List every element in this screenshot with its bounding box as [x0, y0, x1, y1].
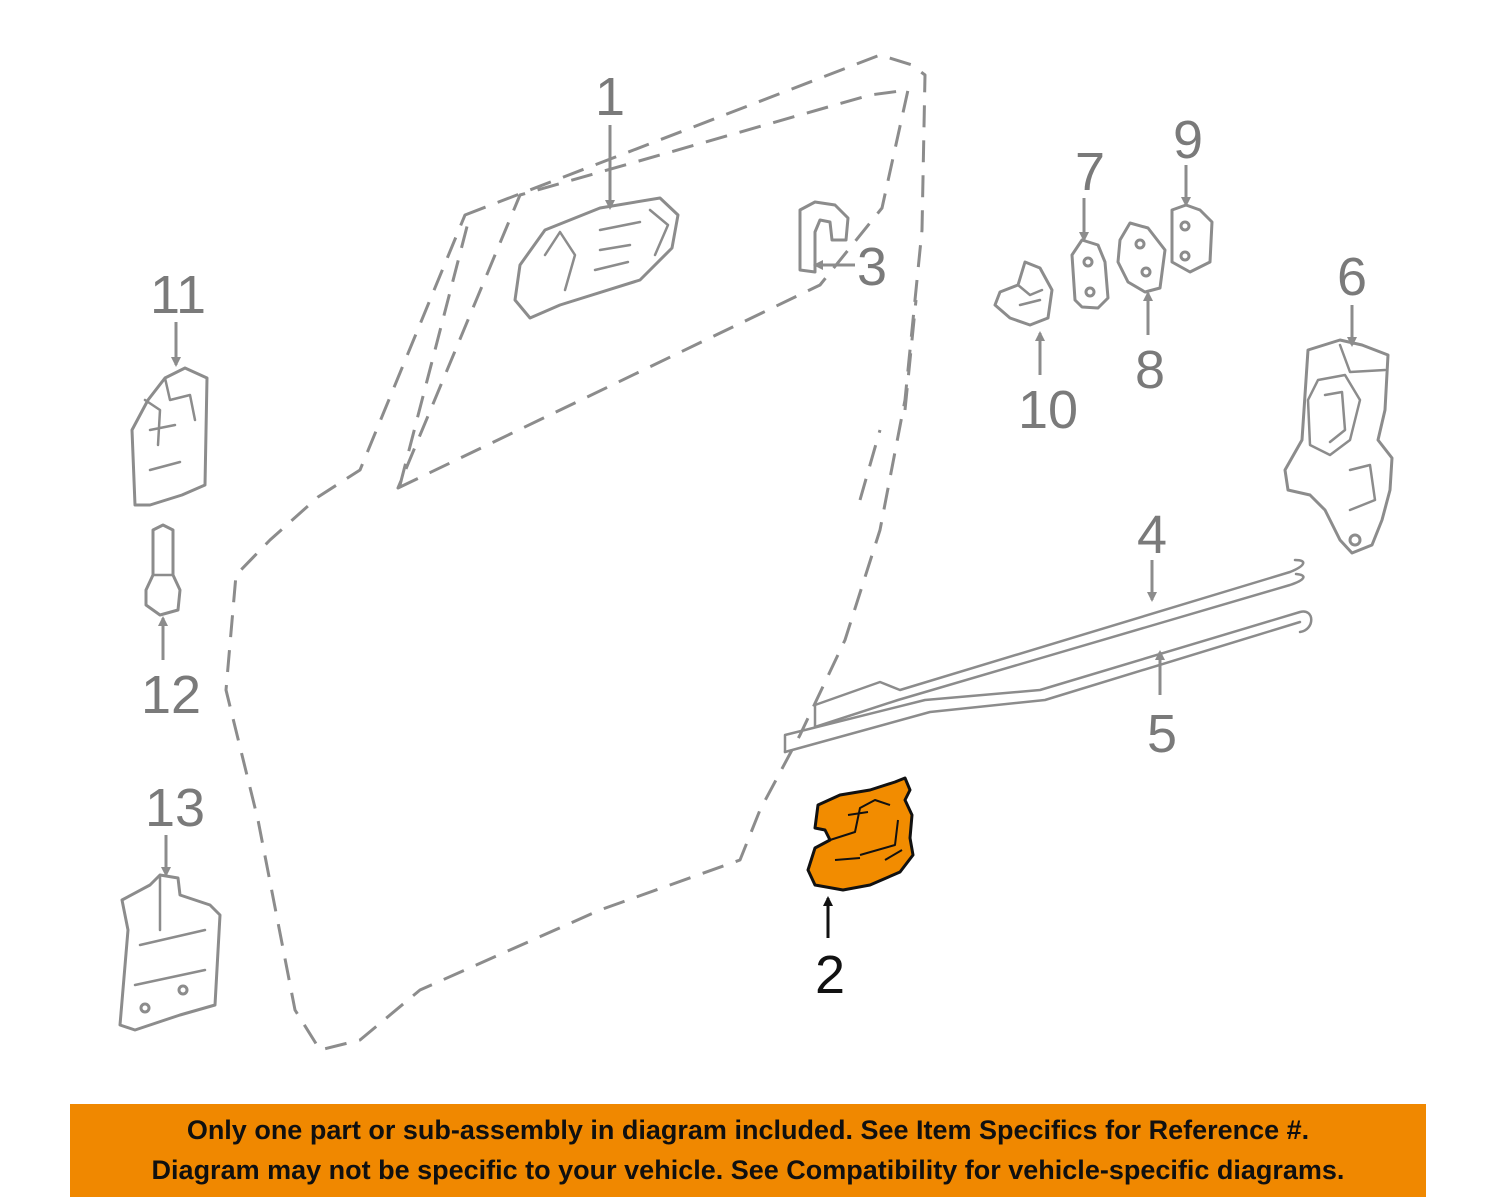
outside-door-handle [513, 196, 680, 320]
upper-hinge [130, 366, 209, 507]
door-outline [224, 53, 927, 1052]
callout-8: 8 [1135, 340, 1165, 400]
bracket-10 [993, 260, 1054, 327]
hinge-pin [144, 523, 182, 617]
bracket-9 [1170, 203, 1214, 274]
callout-10: 10 [1018, 380, 1078, 440]
leader-arrows [158, 125, 1357, 938]
lower-hinge [118, 873, 222, 1032]
callout-13: 13 [145, 778, 205, 838]
callout-1: 1 [595, 67, 625, 127]
lock-rods [783, 558, 1313, 754]
bracket-7 [1070, 238, 1110, 310]
disclaimer-banner: Only one part or sub-assembly in diagram… [70, 1104, 1426, 1197]
callout-3: 3 [857, 237, 887, 297]
callout-7: 7 [1075, 142, 1105, 202]
callout-5: 5 [1147, 704, 1177, 764]
callout-12: 12 [141, 665, 201, 725]
bracket-8 [1116, 221, 1167, 294]
parts-diagram: 1 2 3 4 5 6 7 8 9 10 11 12 13 [118, 53, 1394, 1052]
door-lock-actuator-highlighted [806, 776, 915, 892]
disclaimer-line-2: Diagram may not be specific to your vehi… [151, 1155, 1345, 1185]
callout-6: 6 [1337, 247, 1367, 307]
callout-labels: 1 2 3 4 5 6 7 8 9 10 11 12 13 [141, 67, 1367, 1005]
callout-4: 4 [1137, 505, 1167, 565]
callout-11: 11 [150, 265, 206, 325]
rod-clip [798, 200, 850, 274]
callout-2: 2 [815, 945, 845, 1005]
disclaimer-line-1: Only one part or sub-assembly in diagram… [186, 1115, 1310, 1145]
door-latch-assembly [1283, 338, 1394, 555]
callout-9: 9 [1173, 110, 1203, 170]
